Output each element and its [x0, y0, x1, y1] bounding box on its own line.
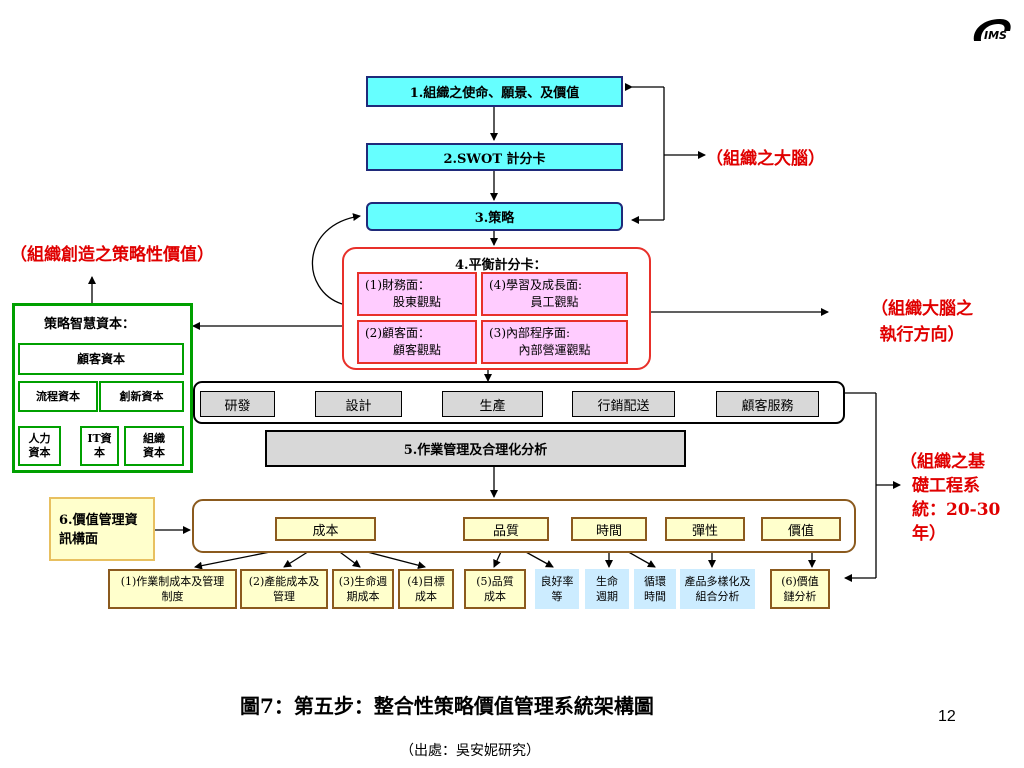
it-capital: IT資本	[80, 426, 119, 466]
bsc-internal-line-2: 內部營運觀點	[518, 343, 591, 357]
sub-lifecycle-cost: (3)生命週期成本	[332, 569, 394, 609]
chain-service: 顧客服務	[716, 391, 819, 417]
bsc-learning-line-2: 員工觀點	[530, 295, 579, 309]
value-mgmt-box: 6.價值管理資訊構面	[49, 497, 155, 561]
sub-lifecycle: 生命週期	[585, 569, 629, 609]
figure-caption: 圖7：第五步：整合性策略價值管理系統架構圖	[240, 694, 654, 718]
human-capital: 人力資本	[18, 426, 61, 466]
infra-line-2: 礎工程系	[912, 476, 980, 496]
infrastructure-label: （組織之基 礎工程系 統：20-30 年）	[900, 450, 1020, 546]
source-note: （出處：吳安妮研究）	[400, 743, 540, 759]
page-number: 12	[938, 708, 956, 725]
dim-value: 價值	[761, 517, 841, 541]
sub-abc-cost: (1)作業制成本及管理制度	[108, 569, 237, 609]
dim-flexibility: 彈性	[665, 517, 745, 541]
mission-box: 1.組織之使命、願景、及價值	[366, 76, 623, 107]
innovation-capital: 創新資本	[99, 381, 184, 412]
capital-title: 策略智慧資本：	[44, 317, 136, 332]
swot-box: 2.SWOT 計分卡	[366, 143, 623, 171]
infra-line-3: 統：20-30	[912, 500, 1001, 520]
dim-cost: 成本	[275, 517, 376, 541]
company-logo: IMS	[970, 15, 1014, 45]
dim-time: 時間	[571, 517, 647, 541]
bsc-customer-line-2: 顧客觀點	[392, 343, 441, 357]
bsc-title: 4.平衡計分卡：	[455, 258, 547, 273]
customer-capital: 顧客資本	[18, 343, 184, 375]
sub-target-cost: (4)目標成本	[398, 569, 454, 609]
exec-direction-line-2: 執行方向）	[879, 325, 965, 345]
bsc-learning: (4)學習及成長面: 員工觀點	[481, 272, 628, 316]
svg-text:IMS: IMS	[984, 29, 1007, 42]
process-capital: 流程資本	[18, 381, 98, 412]
bsc-financial-line-2: 股東觀點	[392, 295, 441, 309]
bsc-internal-line-1: (3)內部程序面:	[489, 326, 571, 340]
chain-rd: 研發	[200, 391, 275, 417]
org-capital: 組織資本	[124, 426, 184, 466]
create-value-label: （組織創造之策略性價值）	[10, 245, 214, 265]
dim-quality: 品質	[463, 517, 549, 541]
bsc-financial-line-1: (1)財務面：	[365, 278, 430, 292]
sub-capacity-cost: (2)產能成本及管理	[240, 569, 328, 609]
bsc-learning-line-1: (4)學習及成長面:	[489, 278, 583, 292]
bsc-internal: (3)內部程序面: 內部營運觀點	[481, 320, 628, 364]
sub-value-chain: (6)價值鏈分析	[770, 569, 830, 609]
sub-yield-rate: 良好率等	[535, 569, 579, 609]
chain-marketing: 行銷配送	[572, 391, 675, 417]
exec-direction-label: （組織大腦之 執行方向）	[832, 296, 1012, 348]
infra-line-4: 年）	[912, 524, 946, 544]
infra-line-1: （組織之基	[900, 452, 985, 472]
sub-cycle-time: 循環時間	[634, 569, 676, 609]
chain-design: 設計	[315, 391, 402, 417]
strategy-box: 3.策略	[366, 202, 623, 231]
sub-quality-cost: (5)品質成本	[464, 569, 526, 609]
exec-direction-line-1: （組織大腦之	[871, 299, 973, 319]
bsc-customer: (2)顧客面： 顧客觀點	[357, 320, 477, 364]
brain-label: （組織之大腦）	[706, 149, 825, 169]
chain-production: 生產	[442, 391, 543, 417]
bsc-financial: (1)財務面： 股東觀點	[357, 272, 477, 316]
ops-analysis-box: 5.作業管理及合理化分析	[265, 430, 686, 467]
bsc-customer-line-1: (2)顧客面：	[365, 326, 430, 340]
sub-product-diversity: 產品多樣化及組合分析	[680, 569, 755, 609]
